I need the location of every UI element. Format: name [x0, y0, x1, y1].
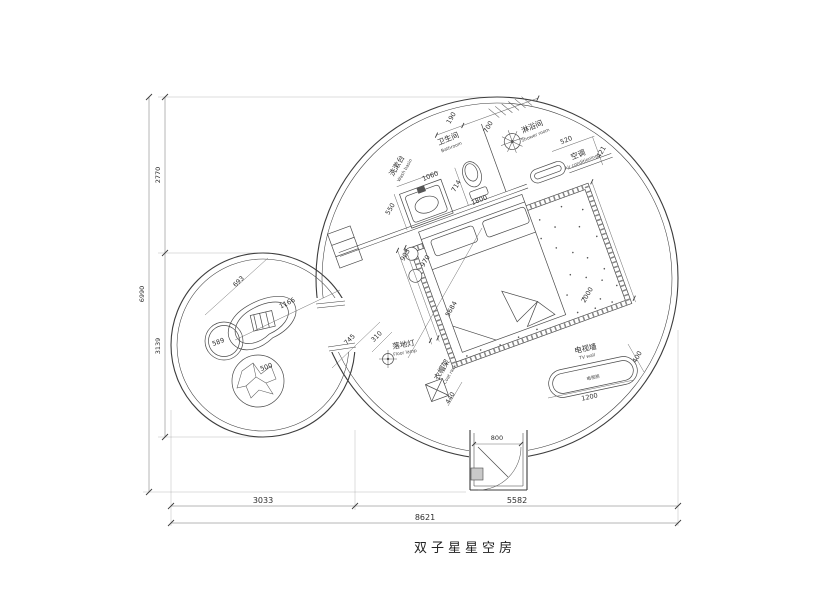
svg-text:TV wall: TV wall: [578, 352, 596, 361]
dim-1800: 1800: [470, 193, 488, 207]
plan-title: 双子星星空房: [414, 540, 516, 556]
rug-star-dots: [466, 205, 618, 357]
dim-589: 589: [211, 336, 225, 348]
dim-3139: 3139: [154, 338, 162, 355]
coat-rack: [425, 378, 449, 402]
bedroom-interior: [338, 95, 636, 369]
dim-500: 500: [259, 361, 273, 373]
passage-mask: [316, 298, 358, 352]
dim-693: 693: [231, 274, 245, 288]
dim-8621: 8621: [415, 513, 435, 522]
washbasin-label: 洗漱台 Wash basin: [386, 153, 414, 183]
dim-2000: 2000: [580, 286, 595, 304]
wash-basin: [399, 178, 454, 229]
dim-714: 714: [450, 179, 463, 194]
dim-5582: 5582: [507, 496, 527, 505]
dim-550: 550: [384, 202, 397, 217]
dim-440: 440: [444, 391, 457, 406]
door-swing-arc: [477, 446, 522, 491]
tv-wall-label: 电视墙 TV wall: [573, 341, 598, 362]
storage-niche: [327, 225, 363, 269]
entry-vestibule: [469, 430, 528, 491]
dim-800: 800: [491, 434, 503, 442]
beanbag: [231, 354, 285, 408]
floor-lamp-label: 落地灯 Floor lamp: [392, 337, 418, 358]
shoe-cabinet: [470, 467, 484, 481]
svg-text:落地灯: 落地灯: [392, 337, 416, 351]
table-bench: [249, 310, 276, 332]
passage-walls: [315, 300, 357, 352]
toilet: [462, 161, 489, 200]
air-conditioner: [530, 161, 566, 184]
dim-310: 310: [369, 329, 383, 343]
dim-1166: 1166: [278, 296, 296, 310]
dim-2770: 2770: [154, 167, 162, 184]
round-stool: [204, 321, 244, 361]
shower-head-icon: [500, 130, 524, 153]
shower-area: [481, 96, 533, 192]
tv-cabinet-label: 电视柜: [586, 373, 601, 383]
blanket-fold: [501, 290, 539, 323]
bathroom-partition-wall: [338, 153, 613, 257]
dim-6990: 6990: [138, 286, 146, 303]
floor-lamp: [379, 350, 397, 368]
tv-dim-line: [547, 379, 635, 399]
dim-700: 700: [482, 120, 495, 135]
tv-cabinet: 电视柜: [548, 356, 638, 398]
interior-dimension-lines: [393, 95, 636, 345]
bottom-dimension-chain: 3033 5582 8621: [167, 496, 682, 527]
dim-190: 190: [445, 111, 458, 126]
dim-3033: 3033: [253, 496, 273, 505]
coat-rack-label: 衣帽架 Coat rack: [431, 357, 458, 386]
bean-table: [228, 296, 297, 351]
air-conditioner-label: 空调 Air conditioning: [564, 147, 599, 172]
shower-screen-hatch: [488, 96, 533, 118]
dim-1200: 1200: [581, 391, 599, 402]
faucet: [416, 185, 426, 194]
dim-421: 421: [595, 145, 608, 160]
extension-lines: [143, 96, 679, 526]
shower-label: 淋浴间 Shower room: [520, 117, 551, 143]
diagonal-dimension-lines: [204, 227, 645, 407]
entry-door: [477, 446, 522, 491]
left-dimension-chain: 2770 3139 6990: [138, 93, 169, 496]
blanket-fold: [526, 301, 556, 328]
svg-text:电视墙: 电视墙: [573, 341, 598, 356]
entry-mask: [469, 448, 528, 466]
bed: [418, 193, 567, 353]
svg-text:Floor lamp: Floor lamp: [393, 348, 418, 358]
bathroom-label: 卫生间 Bathroom: [436, 129, 463, 154]
